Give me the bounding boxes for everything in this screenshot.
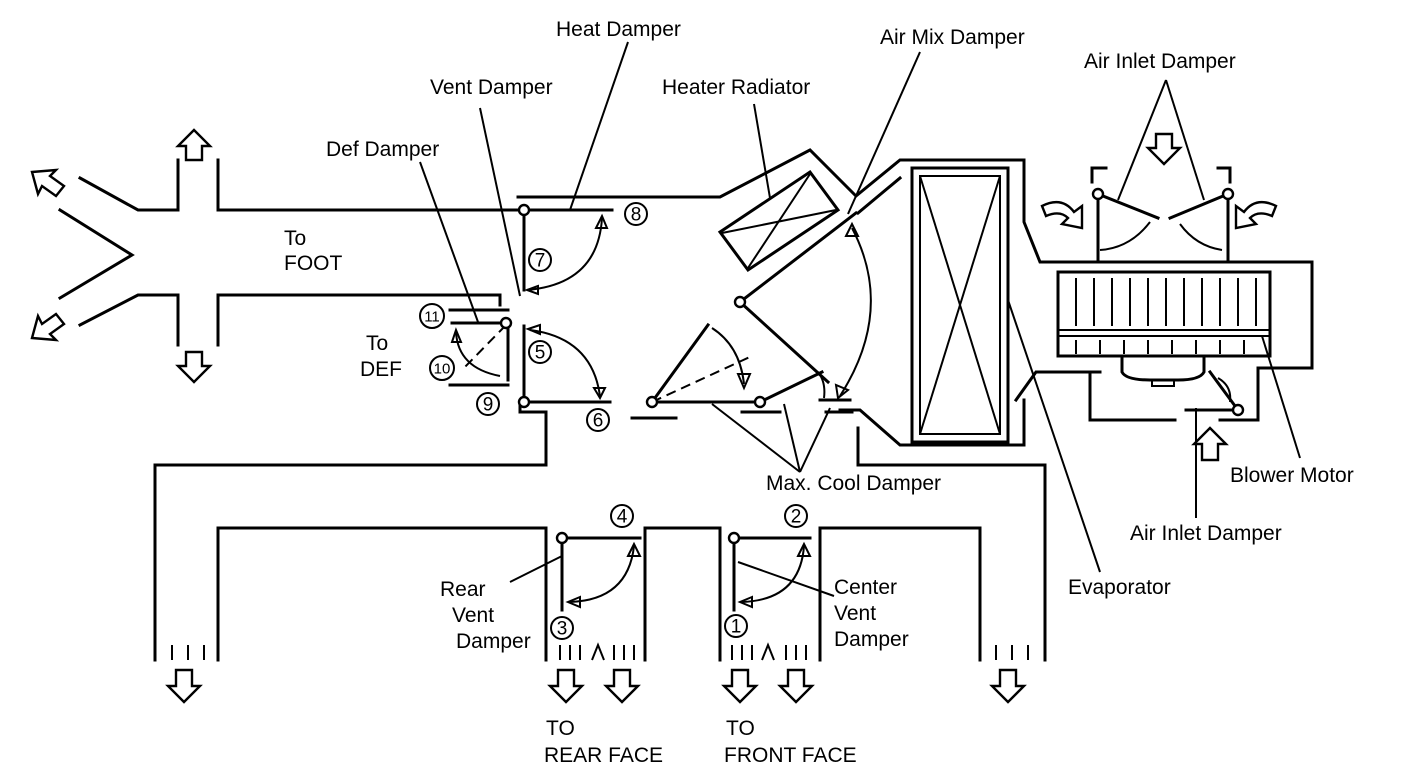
arrow-down-icon [175, 350, 213, 384]
svg-text:7: 7 [535, 251, 546, 272]
heat-damper-pivot [517, 203, 531, 217]
leader-lines [419, 41, 1301, 597]
to-def-label-line2: DEF [360, 358, 402, 381]
svg-text:5: 5 [535, 343, 546, 364]
svg-text:9: 9 [483, 395, 494, 416]
svg-text:6: 6 [593, 411, 604, 432]
center-vent-damper [727, 531, 812, 612]
lower-inlet-pivot [1231, 403, 1245, 417]
center-vent-pivot [727, 531, 741, 545]
air-inlet-damper-upper [1090, 166, 1235, 264]
rear-vent-pivot [555, 531, 569, 545]
center-vent-damper-label-line3: Damper [834, 628, 909, 651]
arrow-down-icon [989, 668, 1027, 704]
svg-text:8: 8 [631, 205, 642, 226]
position-marker-10: 10 [429, 355, 455, 381]
evaporator-label: Evaporator [1068, 576, 1171, 599]
max-cool-damper-label: Max. Cool Damper [766, 472, 941, 495]
arrow-upleft-icon [30, 168, 66, 198]
arrow-down-icon [165, 668, 203, 704]
rear-vent-damper-label-line2: Vent [452, 604, 494, 627]
to-foot-label-line2: FOOT [284, 252, 342, 275]
upper-inlet-pivot-right [1221, 187, 1235, 201]
heat-damper [517, 203, 614, 296]
blower-motor [1120, 356, 1206, 387]
flow-arrows [30, 128, 1278, 704]
arrow-down-icon [603, 668, 641, 704]
position-marker-5: 5 [528, 340, 552, 364]
air-mix-damper-label: Air Mix Damper [880, 26, 1025, 49]
to-front-face-label-line2: FRONT FACE [724, 744, 857, 767]
position-marker-8: 8 [624, 202, 648, 226]
svg-text:1: 1 [731, 617, 742, 638]
heat-damper-label: Heat Damper [556, 18, 681, 41]
arrow-downleft-icon [30, 312, 66, 342]
arrow-curve-left-icon [1040, 200, 1084, 230]
center-flap-pivot [645, 395, 659, 409]
to-rear-face-label-line1: TO [546, 717, 575, 740]
blower-motor-label: Blower Motor [1230, 464, 1354, 487]
position-marker-7: 7 [528, 248, 552, 272]
upper-inlet-pivot-left [1091, 187, 1105, 201]
vent-damper-label: Vent Damper [430, 76, 553, 99]
svg-text:2: 2 [791, 507, 802, 528]
heater-radiator-core [717, 169, 841, 273]
arrow-down-icon [777, 668, 815, 704]
def-damper [450, 316, 513, 382]
to-rear-face-label-line2: REAR FACE [544, 744, 663, 767]
air-mix-damper-pivot [733, 295, 747, 309]
arrow-recirc-air-icon [1191, 426, 1229, 462]
center-vent-damper-label-line2: Vent [834, 602, 876, 625]
vent-damper-pivot [517, 395, 531, 409]
def-damper-pivot [499, 316, 513, 330]
position-marker-1: 1 [724, 614, 748, 638]
def-damper-label: Def Damper [326, 138, 439, 161]
svg-text:10: 10 [434, 361, 451, 378]
heater-radiator-label: Heater Radiator [662, 76, 810, 99]
air-mix-damper [733, 210, 872, 400]
svg-text:3: 3 [557, 619, 568, 640]
arrow-down-icon [721, 668, 759, 704]
duct-walls [57, 148, 1314, 662]
svg-text:11: 11 [424, 309, 440, 326]
max-cool-damper [740, 369, 854, 414]
position-marker-9: 9 [476, 392, 500, 416]
position-marker-2: 2 [784, 504, 808, 528]
center-flap-damper [630, 322, 758, 420]
labels: Heat Damper Air Mix Damper Air Inlet Dam… [284, 18, 1354, 767]
to-front-face-label-line1: TO [726, 717, 755, 740]
arrow-down-icon [547, 668, 585, 704]
position-marker-3: 3 [550, 616, 574, 640]
center-vent-damper-label-line1: Center [834, 576, 897, 599]
air-inlet-damper-lower [1184, 369, 1245, 417]
arrow-up-icon [175, 128, 213, 162]
position-marker-11: 11 [419, 303, 445, 329]
position-marker-6: 6 [586, 408, 610, 432]
arrow-fresh-air-icon [1145, 132, 1183, 166]
to-def-label-line1: To [366, 332, 388, 355]
blower-fan [1056, 270, 1272, 358]
position-marker-4: 4 [610, 504, 634, 528]
svg-text:4: 4 [617, 507, 628, 528]
evaporator-core [910, 166, 1010, 444]
rear-vent-damper-label-line1: Rear [440, 578, 486, 601]
max-cool-damper-pivot [753, 395, 767, 409]
rear-vent-damper-label-line3: Damper [456, 630, 531, 653]
air-inlet-damper-top-label: Air Inlet Damper [1084, 50, 1236, 73]
air-inlet-damper-bottom-label: Air Inlet Damper [1130, 522, 1282, 545]
rear-vent-damper [555, 531, 642, 612]
outlet-grilles [171, 642, 1029, 661]
position-markers: 1 2 3 4 5 6 7 8 9 10 11 [419, 202, 808, 640]
to-foot-label-line1: To [284, 227, 306, 250]
vent-damper [517, 323, 612, 409]
arrow-curve-right-icon [1234, 200, 1278, 230]
